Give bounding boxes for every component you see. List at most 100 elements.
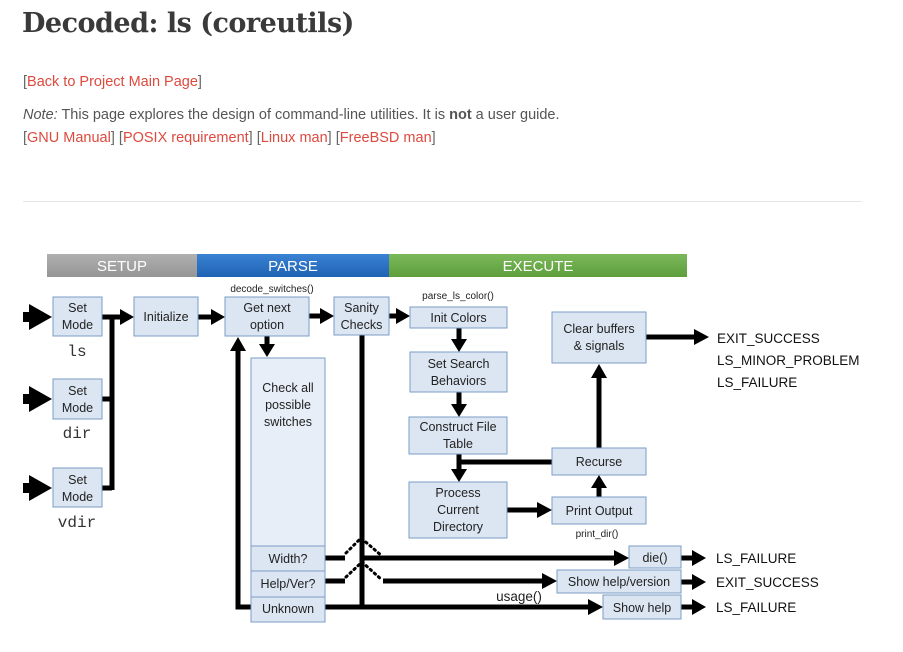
die-exit-code: LS_FAILURE xyxy=(716,551,796,566)
svg-text:Set: Set xyxy=(68,301,87,315)
print-output-box: Print Output xyxy=(551,496,647,525)
arrow-to-show-help xyxy=(588,599,603,615)
phase-parse-label: PARSE xyxy=(268,258,318,275)
svg-text:Width?: Width? xyxy=(269,552,308,566)
loop-back-line xyxy=(235,350,251,610)
mode-label-vdir: vdir xyxy=(58,514,96,532)
exit-code-minor-problem: LS_MINOR_PROBLEM xyxy=(717,353,860,368)
arrow-to-getnext xyxy=(211,309,225,325)
phase-execute-bar xyxy=(389,254,687,277)
phase-setup-bar xyxy=(47,254,197,277)
arrow-exit-codes xyxy=(694,329,709,345)
get-next-option-box: Get next option xyxy=(224,296,310,337)
svg-text:option: option xyxy=(250,318,284,332)
show-help-exit-code: LS_FAILURE xyxy=(716,600,796,615)
arrow-to-initialize xyxy=(120,309,134,325)
exit-code-success: EXIT_SUCCESS xyxy=(717,331,820,346)
construct-file-table-box: Construct File Table xyxy=(408,416,508,455)
parse-ls-color-label: parse_ls_color() xyxy=(422,291,494,302)
print-dir-label: print_dir() xyxy=(576,529,619,540)
help-ver-case-box: Help/Ver? xyxy=(250,570,326,598)
show-help-box: Show help xyxy=(602,594,682,620)
recurse-box: Recurse xyxy=(551,447,647,476)
note-text-1: This page explores the design of command… xyxy=(57,107,450,123)
svg-text:Table: Table xyxy=(443,437,473,451)
arrow-to-construct xyxy=(451,404,467,417)
back-link-line: [Back to Project Main Page] xyxy=(23,74,202,90)
gnu-manual-link[interactable]: GNU Manual xyxy=(27,130,111,146)
svg-text:possible: possible xyxy=(265,398,311,412)
process-current-directory-box: Process Current Directory xyxy=(408,481,508,539)
posix-requirement-link[interactable]: POSIX requirement xyxy=(122,130,249,146)
arrow-to-die xyxy=(614,550,629,566)
freebsd-man-link[interactable]: FreeBSD man xyxy=(339,130,432,146)
section-divider xyxy=(23,201,862,202)
note-text-2: a user guide. xyxy=(471,107,560,123)
svg-text:Current: Current xyxy=(437,503,479,517)
check-all-switches-box: Check all possible switches xyxy=(250,357,326,547)
note-label: Note: xyxy=(23,107,58,123)
entry-arrow-vdir-shaft xyxy=(23,483,33,493)
phase-setup-label: SETUP xyxy=(97,258,147,275)
arrow-to-show-help-version xyxy=(542,573,557,589)
arrow-helpver-exit xyxy=(692,574,706,590)
arrow-die-exit xyxy=(692,550,706,566)
arrow-to-sanity xyxy=(320,308,334,324)
width-hop-dotted xyxy=(344,535,384,558)
die-box: die() xyxy=(628,545,682,569)
svg-text:Recurse: Recurse xyxy=(576,455,623,469)
page-title: Decoded: ls (coreutils) xyxy=(22,8,354,39)
exit-code-failure: LS_FAILURE xyxy=(717,375,797,390)
arrow-to-process xyxy=(451,469,467,482)
back-to-main-link[interactable]: Back to Project Main Page xyxy=(27,74,198,90)
phase-execute-label: EXECUTE xyxy=(503,258,574,275)
entry-arrow-ls-head xyxy=(29,304,52,330)
entry-arrow-ls-shaft xyxy=(23,312,33,322)
phase-parse-bar xyxy=(197,254,389,277)
svg-text:Mode: Mode xyxy=(62,318,93,332)
helpver-hop-dotted xyxy=(344,559,384,582)
arrow-to-clear xyxy=(591,364,607,378)
svg-text:switches: switches xyxy=(264,415,312,429)
unknown-case-box: Unknown xyxy=(250,596,326,623)
svg-text:Checks: Checks xyxy=(341,318,383,332)
entry-arrow-dir-shaft xyxy=(23,394,33,404)
svg-text:Initialize: Initialize xyxy=(143,310,188,324)
svg-text:Init Colors: Init Colors xyxy=(430,311,486,325)
set-mode-dir-box: Set Mode xyxy=(52,378,103,420)
note-paragraph: Note: This page explores the design of c… xyxy=(23,107,560,123)
reference-links: [GNU Manual] [POSIX requirement] [Linux … xyxy=(23,130,436,146)
arrow-showhelp-exit xyxy=(692,599,706,615)
svg-text:Process: Process xyxy=(435,486,480,500)
set-mode-vdir-box: Set Mode xyxy=(52,467,103,508)
help-version-exit-code: EXIT_SUCCESS xyxy=(716,575,819,590)
arrow-to-recurse xyxy=(591,475,607,488)
decode-switches-label: decode_switches() xyxy=(230,284,313,295)
usage-label: usage() xyxy=(496,589,542,604)
note-bold: not xyxy=(449,107,472,123)
svg-text:Mode: Mode xyxy=(62,490,93,504)
entry-arrow-vdir-head xyxy=(29,475,52,501)
width-case-box: Width? xyxy=(250,545,326,572)
initialize-box: Initialize xyxy=(133,296,199,337)
svg-text:Directory: Directory xyxy=(433,520,484,534)
arrow-to-check-all xyxy=(259,344,275,357)
svg-text:Check all: Check all xyxy=(262,381,313,395)
clear-buffers-box: Clear buffers & signals xyxy=(551,311,647,364)
arrow-to-init-colors xyxy=(396,308,410,324)
arrow-to-set-search xyxy=(451,339,467,352)
show-help-version-box: Show help/version xyxy=(556,569,682,594)
svg-text:Print Output: Print Output xyxy=(566,504,633,518)
svg-text:& signals: & signals xyxy=(574,339,625,353)
sanity-checks-box: Sanity Checks xyxy=(333,296,390,336)
svg-text:Show help: Show help xyxy=(613,601,671,615)
arrow-loop-to-getnext xyxy=(230,337,246,351)
svg-text:Set Search: Set Search xyxy=(428,357,490,371)
linux-man-link[interactable]: Linux man xyxy=(260,130,328,146)
svg-text:Help/Ver?: Help/Ver? xyxy=(261,577,316,591)
arrow-to-print-output xyxy=(537,502,552,518)
svg-text:Set: Set xyxy=(68,473,87,487)
svg-text:Get next: Get next xyxy=(243,301,291,315)
init-colors-box: Init Colors xyxy=(409,306,508,329)
